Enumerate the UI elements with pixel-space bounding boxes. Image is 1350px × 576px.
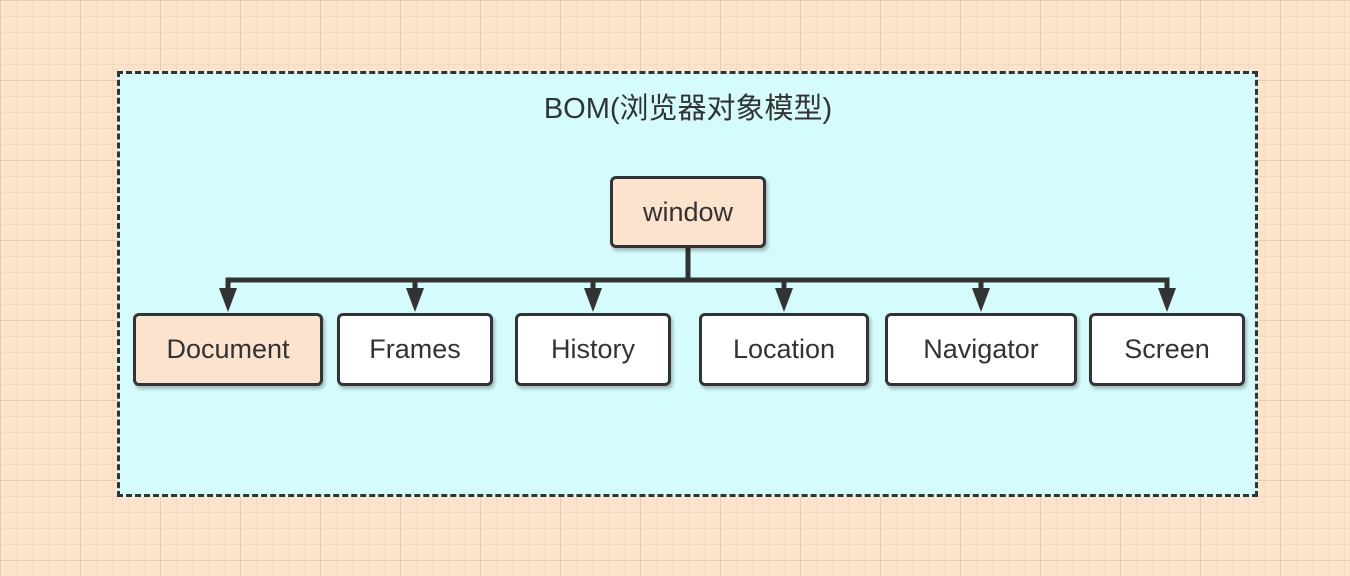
bom-container (117, 71, 1258, 497)
arrowhead-screen (1158, 288, 1176, 312)
arrowhead-navigator (972, 288, 990, 312)
node-history-label: History (550, 334, 635, 364)
node-document: Document (133, 313, 323, 386)
node-frames-label: Frames (369, 334, 461, 364)
node-navigator-label: Navigator (923, 334, 1039, 364)
arrowhead-location (775, 288, 793, 312)
node-history: History (515, 313, 671, 386)
diagram-title: BOM(浏览器对象模型) (543, 93, 833, 125)
node-frames: Frames (337, 313, 493, 386)
node-screen: Screen (1089, 313, 1245, 386)
arrowhead-frames (406, 288, 424, 312)
arrowhead-document (219, 288, 237, 312)
node-location-label: Location (732, 334, 836, 364)
node-screen-label: Screen (1124, 334, 1210, 364)
node-window: window (610, 176, 766, 248)
node-navigator: Navigator (885, 313, 1077, 386)
node-document-label: Document (166, 334, 290, 364)
node-location: Location (699, 313, 869, 386)
arrowhead-history (584, 288, 602, 312)
node-window-label: window (642, 196, 734, 227)
